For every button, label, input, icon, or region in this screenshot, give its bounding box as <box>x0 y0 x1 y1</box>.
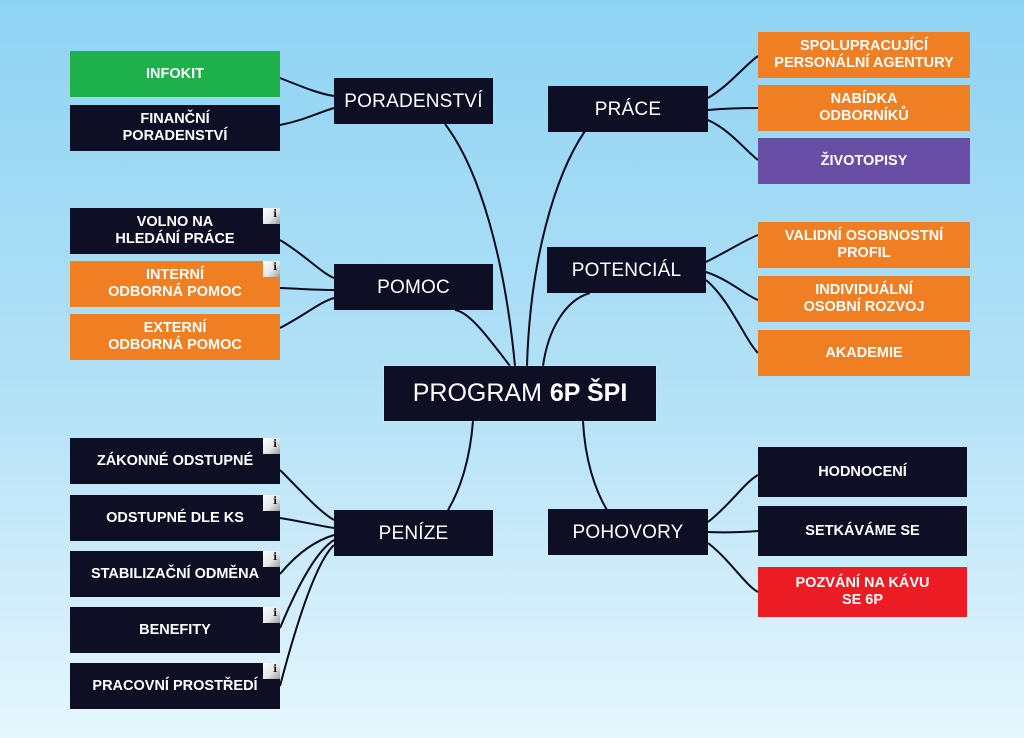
leaf-nabidka-odborniku[interactable]: NABÍDKA ODBORNÍKŮ <box>758 85 970 131</box>
connector-pomoc-volno <box>279 239 335 279</box>
leaf-stabilizacni-odmena[interactable]: STABILIZAČNÍ ODMĚNA i <box>70 551 280 597</box>
connector-center-potencial <box>542 292 591 367</box>
leaf-externi-label: EXTERNÍ ODBORNÁ POMOC <box>108 320 242 353</box>
connector-pomoc-interni <box>279 287 335 291</box>
leaf-zivotopisy-label: ŽIVOTOPISY <box>820 152 908 169</box>
leaf-externi-odborna-pomoc[interactable]: EXTERNÍ ODBORNÁ POMOC <box>70 314 280 360</box>
connector-pohovory-setkavame <box>707 530 759 534</box>
leaf-infokit-label: INFOKIT <box>146 65 204 82</box>
connector-penize-stabilizacni <box>279 534 335 575</box>
leaf-individualni-osobni-rozvoj[interactable]: INDIVIDUÁLNÍ OSOBNÍ ROZVOJ <box>758 276 970 322</box>
leaf-spolupracujici-agentury[interactable]: SPOLUPRACUJÍCÍ PERSONÁLNÍ AGENTURY <box>758 32 970 78</box>
leaf-financni-poradenstvi-label: FINANČNÍ PORADENSTVÍ <box>122 111 228 144</box>
leaf-spolupracujici-label: SPOLUPRACUJÍCÍ PERSONÁLNÍ AGENTURY <box>774 38 954 71</box>
leaf-zakonne-label: ZÁKONNÉ ODSTUPNÉ <box>96 452 254 469</box>
connector-prace-nabidka <box>707 107 759 111</box>
connector-center-prace <box>526 130 586 367</box>
leaf-volno-label: VOLNO NA HLEDÁNÍ PRÁCE <box>115 214 235 247</box>
info-icon[interactable]: i <box>263 607 280 623</box>
connector-prace-spolupracujici <box>707 55 759 99</box>
connector-poradenstvi-infokit <box>279 77 335 97</box>
branch-prace: PRÁCE <box>548 86 708 132</box>
leaf-akademie[interactable]: AKADEMIE <box>758 330 970 376</box>
leaf-pracovni-label: PRACOVNÍ PROSTŘEDÍ <box>92 677 258 694</box>
leaf-volno-na-hledani-prace[interactable]: VOLNO NA HLEDÁNÍ PRÁCE i <box>70 208 280 254</box>
branch-potencial: POTENCIÁL <box>547 247 706 293</box>
info-icon[interactable]: i <box>263 438 280 454</box>
leaf-pozvani-label: POZVÁNÍ NA KÁVU SE 6P <box>795 575 930 608</box>
leaf-stabilizacni-label: STABILIZAČNÍ ODMĚNA <box>90 565 260 582</box>
central-node-label-normal: PROGRAM <box>412 379 542 407</box>
leaf-validni-osobnostni-profil[interactable]: VALIDNÍ OSOBNOSTNÍ PROFIL <box>758 222 970 268</box>
leaf-infokit[interactable]: INFOKIT <box>70 51 280 97</box>
leaf-hodnoceni[interactable]: HODNOCENÍ <box>758 447 967 497</box>
leaf-zakonne-odstupne[interactable]: ZÁKONNÉ ODSTUPNÉ i <box>70 438 280 484</box>
connector-penize-zakonne <box>279 469 335 521</box>
leaf-benefity[interactable]: BENEFITY i <box>70 607 280 653</box>
leaf-setkavame-se[interactable]: SETKÁVÁME SE <box>758 506 967 556</box>
connector-poradenstvi-financni <box>279 107 335 126</box>
info-icon[interactable]: i <box>263 208 280 224</box>
info-icon[interactable]: i <box>263 551 280 567</box>
connector-penize-odstupne <box>279 517 335 529</box>
leaf-interni-odborna-pomoc[interactable]: INTERNÍ ODBORNÁ POMOC i <box>70 261 280 307</box>
branch-penize: PENÍZE <box>334 510 493 556</box>
leaf-benefity-label: BENEFITY <box>139 621 211 638</box>
connector-pohovory-hodnoceni <box>707 474 759 523</box>
connector-potencial-individualni <box>705 271 759 301</box>
info-icon[interactable]: i <box>263 495 280 511</box>
connector-penize-benefity <box>279 539 335 629</box>
leaf-financni-poradenstvi[interactable]: FINANČNÍ PORADENSTVÍ <box>70 105 280 151</box>
info-icon[interactable]: i <box>263 663 280 679</box>
connector-center-pohovory <box>582 420 608 511</box>
leaf-pozvani-na-kavu[interactable]: POZVÁNÍ NA KÁVU SE 6P <box>758 567 967 617</box>
branch-pohovory: POHOVORY <box>548 509 708 555</box>
connector-center-poradenstvi <box>444 123 516 367</box>
leaf-validni-label: VALIDNÍ OSOBNOSTNÍ PROFIL <box>784 228 944 261</box>
leaf-setkavame-label: SETKÁVÁME SE <box>805 522 920 539</box>
leaf-zivotopisy[interactable]: ŽIVOTOPISY <box>758 138 970 184</box>
leaf-interni-label: INTERNÍ ODBORNÁ POMOC <box>108 267 242 300</box>
connector-potencial-validni <box>705 234 759 263</box>
connector-center-pomoc <box>454 309 511 367</box>
connector-prace-zivotopisy <box>707 119 759 161</box>
connector-potencial-akademie <box>705 279 759 354</box>
connector-center-penize <box>447 420 474 511</box>
connector-penize-pracovni <box>279 544 335 687</box>
branch-poradenstvi: PORADENSTVÍ <box>334 78 493 124</box>
leaf-odstupne-label: ODSTUPNÉ DLE KS <box>106 509 244 526</box>
branch-pomoc: POMOC <box>334 264 493 310</box>
leaf-akademie-label: AKADEMIE <box>825 344 903 361</box>
leaf-hodnoceni-label: HODNOCENÍ <box>818 463 907 480</box>
leaf-individualni-label: INDIVIDUÁLNÍ OSOBNÍ ROZVOJ <box>803 282 925 315</box>
info-icon[interactable]: i <box>263 261 280 277</box>
central-node-label-bold: 6P ŠPI <box>549 379 628 407</box>
connector-pohovory-pozvani <box>707 542 759 593</box>
leaf-odstupne-dle-ks[interactable]: ODSTUPNÉ DLE KS i <box>70 495 280 541</box>
leaf-nabidka-label: NABÍDKA ODBORNÍKŮ <box>819 91 909 124</box>
leaf-pracovni-prostredi[interactable]: PRACOVNÍ PROSTŘEDÍ i <box>70 663 280 709</box>
connector-pomoc-externi <box>279 297 335 329</box>
